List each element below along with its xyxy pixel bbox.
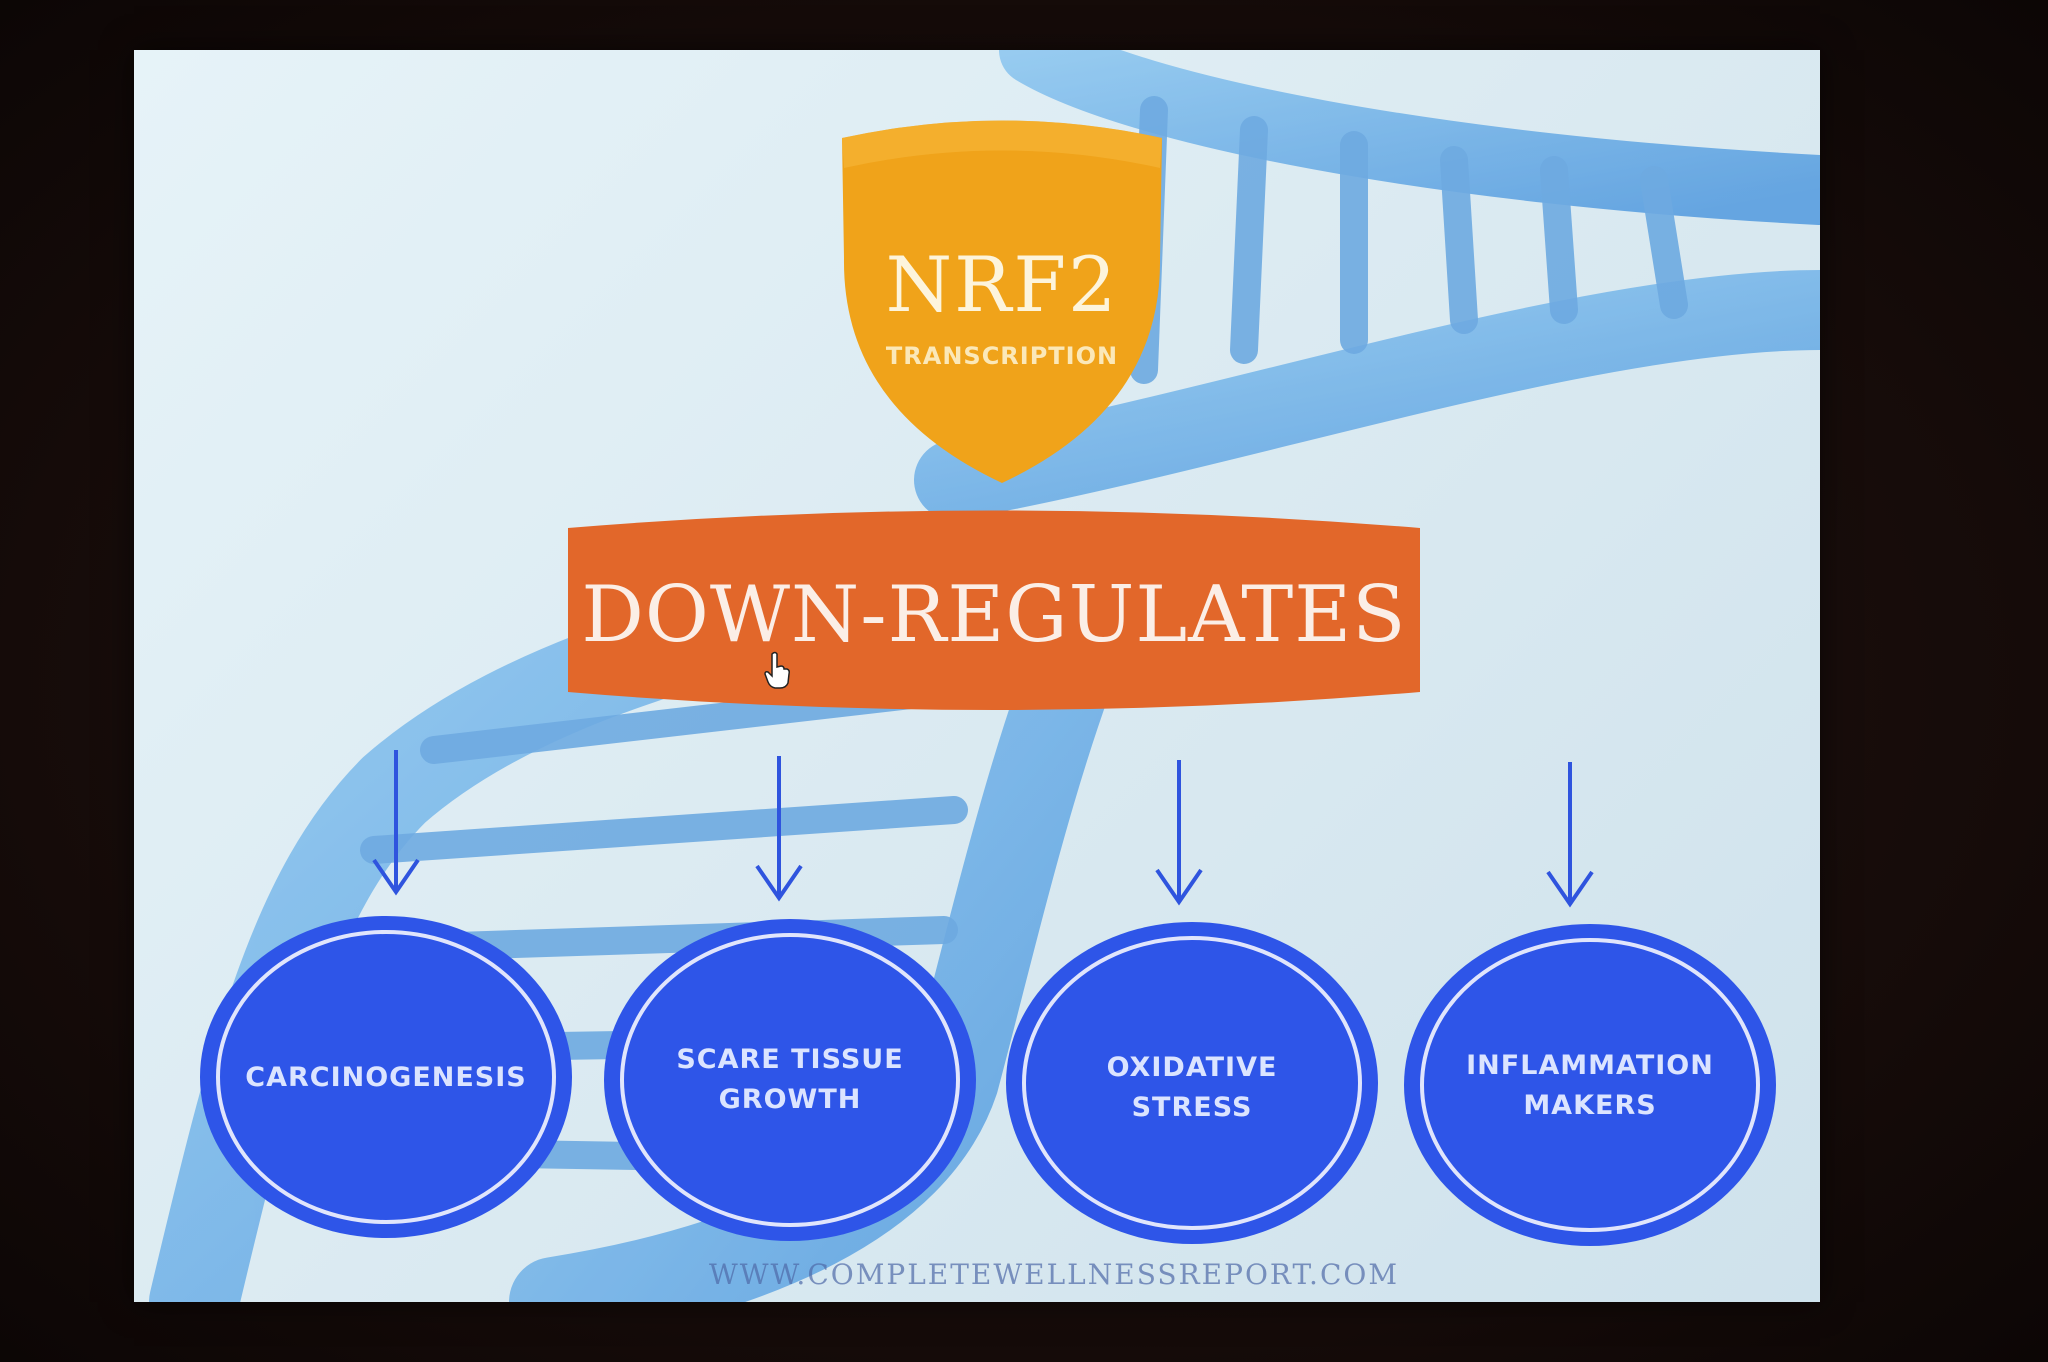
arrow-down-icon [1155, 760, 1203, 906]
target-label: CARCINOGENESIS [245, 1062, 527, 1093]
projected-slide: NRF2 TRANSCRIPTION DOWN-REGULATES [134, 50, 1820, 1302]
arrow-down-icon [372, 750, 420, 896]
source-url: WWW.COMPLETEWELLNESSREPORT.COM [708, 1258, 1399, 1291]
shield-badge [842, 120, 1162, 483]
shield-title: NRF2 [885, 240, 1119, 329]
arrow-down-icon [755, 756, 803, 902]
target-label: SCARE TISSUE GROWTH [676, 1044, 904, 1115]
shield-subtitle: TRANSCRIPTION [885, 342, 1119, 370]
target-circle-scare-tissue-growth [604, 919, 976, 1241]
target-label: INFLAMMATION MAKERS [1466, 1050, 1714, 1121]
target-label: OXIDATIVE STRESS [1106, 1052, 1278, 1123]
hand-cursor-icon [764, 651, 790, 689]
banner-label: DOWN-REGULATES [581, 570, 1407, 660]
down-regulates-banner [568, 510, 1420, 710]
arrow-down-icon [1546, 762, 1594, 908]
target-circle-carcinogenesis [200, 916, 572, 1238]
target-circle-inflammation-makers [1404, 924, 1776, 1246]
target-circle-oxidative-stress [1006, 922, 1378, 1244]
